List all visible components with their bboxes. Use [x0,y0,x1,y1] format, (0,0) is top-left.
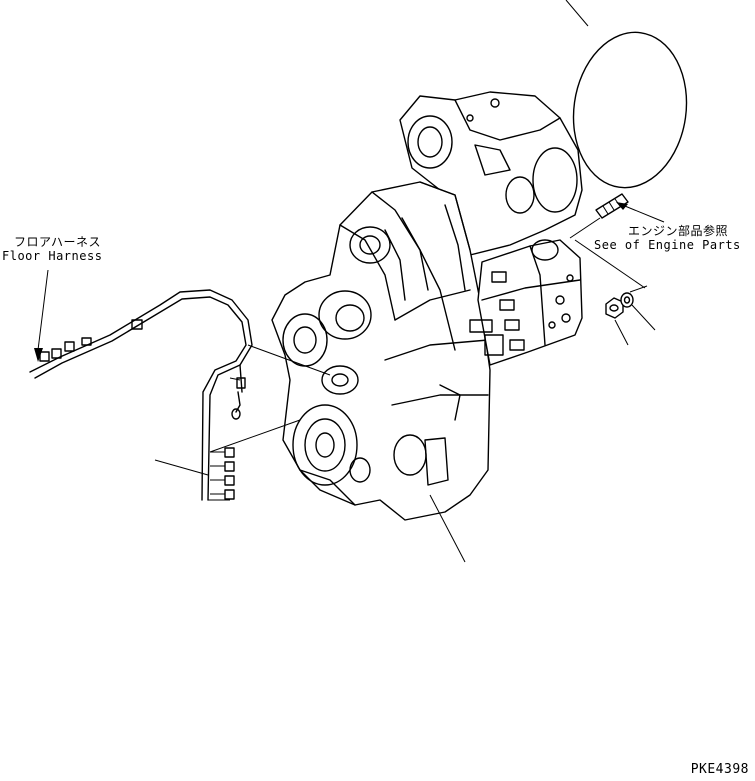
engine-parts-label-jp: エンジン部品参照 [628,224,729,238]
wire-harness [29,269,331,501]
floor-harness-label-jp: フロアハーネス [14,235,102,249]
stud-bolt [569,193,665,289]
drawing-code: PKE4398 [690,762,749,777]
housing-leader [429,494,466,563]
engine-parts-label-en: See of Engine Parts [594,238,741,252]
nut [605,297,629,346]
control-valve [469,239,583,366]
washer [620,285,656,331]
transmission-housing [271,91,583,521]
floor-harness-label-en: Floor Harness [2,249,103,263]
gasket-ring [565,0,688,189]
